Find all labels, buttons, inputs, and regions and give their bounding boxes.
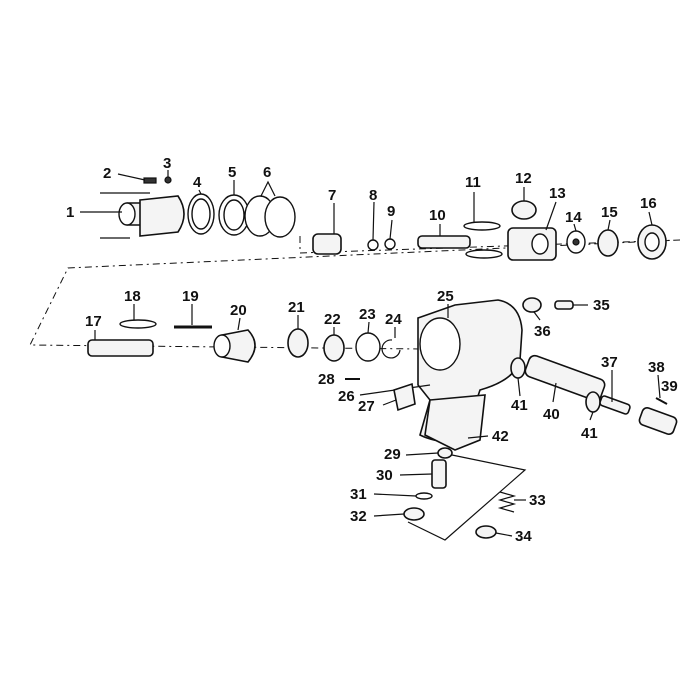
label-38: 38 [648, 359, 665, 376]
label-15: 15 [601, 204, 618, 221]
label-9: 9 [387, 203, 395, 220]
part-29-bushing [437, 447, 453, 459]
label-17: 17 [85, 313, 102, 330]
part-40-reverse-valve [524, 354, 606, 402]
part-34-plug [475, 525, 497, 539]
label-11: 11 [465, 174, 481, 191]
label-31: 31 [350, 486, 367, 503]
part-20-cylinder [213, 329, 256, 363]
part-14-washer [566, 230, 586, 254]
part-39-knob [638, 406, 678, 436]
label-37: 37 [601, 354, 618, 371]
part-10-shaft [417, 235, 471, 249]
label-5: 5 [228, 164, 236, 181]
part-23-washer [355, 332, 381, 362]
valve-assembly-bracket [407, 454, 527, 541]
label-26: 26 [338, 388, 355, 405]
part-12-gear [511, 200, 537, 220]
label-39: 39 [661, 378, 678, 395]
part-21-plate [287, 328, 309, 358]
label-16: 16 [640, 195, 657, 212]
part-1-anvil-housing [118, 195, 185, 237]
part-11-pins [463, 221, 503, 259]
part-35-screw [554, 300, 574, 310]
callout-labels: 1 2 3 4 5 6 7 8 9 10 11 12 13 14 15 16 1… [66, 155, 678, 545]
part-37-shaft [599, 395, 631, 415]
label-42: 42 [492, 428, 509, 445]
part-38-pin [655, 397, 668, 405]
part-9-ring [384, 238, 396, 250]
label-24: 24 [385, 311, 402, 328]
part-27-trigger [393, 382, 416, 412]
part-18-oring [119, 319, 157, 329]
part-6-rings [244, 195, 296, 238]
label-18: 18 [124, 288, 141, 305]
label-8: 8 [369, 187, 377, 204]
label-10: 10 [429, 207, 446, 224]
part-17-rotor [87, 339, 154, 357]
part-4-ring [187, 193, 215, 235]
label-28: 28 [318, 371, 335, 388]
label-40: 40 [543, 406, 560, 423]
label-27: 27 [358, 398, 375, 415]
part-24-snap-ring [381, 339, 401, 359]
part-16-plate [637, 224, 667, 260]
part-3-screw [164, 176, 172, 184]
label-19: 19 [182, 288, 199, 305]
label-36: 36 [534, 323, 551, 340]
label-23: 23 [359, 306, 376, 323]
label-3: 3 [163, 155, 171, 172]
label-21: 21 [288, 299, 305, 316]
label-30: 30 [376, 467, 393, 484]
part-13-hammer-cage [507, 227, 557, 261]
label-22: 22 [324, 311, 341, 328]
part-15-bearing [597, 229, 619, 257]
label-2: 2 [103, 165, 111, 182]
label-29: 29 [384, 446, 401, 463]
label-41-lower: 41 [581, 425, 598, 442]
label-4: 4 [193, 174, 202, 191]
part-41-bushing-lower [585, 391, 601, 413]
label-12: 12 [515, 170, 532, 187]
label-14: 14 [565, 209, 582, 226]
label-32: 32 [350, 508, 367, 525]
part-33-spring [497, 491, 517, 513]
label-20: 20 [230, 302, 247, 319]
part-42-handle [424, 394, 486, 451]
part-32-seat [403, 507, 425, 521]
label-35: 35 [593, 297, 610, 314]
label-6: 6 [263, 164, 271, 181]
label-33: 33 [529, 492, 546, 509]
part-31-oring [415, 492, 433, 500]
part-41-bushing-upper [510, 357, 526, 379]
leader-lines [80, 170, 661, 537]
part-7-bushing [312, 233, 342, 255]
part-8-ring [367, 239, 379, 251]
label-7: 7 [328, 187, 336, 204]
label-41-upper: 41 [511, 397, 528, 414]
label-25: 25 [437, 288, 454, 305]
label-34: 34 [515, 528, 532, 545]
part-2-screws [100, 177, 157, 239]
label-1: 1 [66, 204, 74, 221]
label-13: 13 [549, 185, 566, 202]
part-30-valve-stem [431, 459, 447, 489]
part-36-bushing [522, 297, 542, 313]
part-22-bearing [323, 334, 345, 362]
